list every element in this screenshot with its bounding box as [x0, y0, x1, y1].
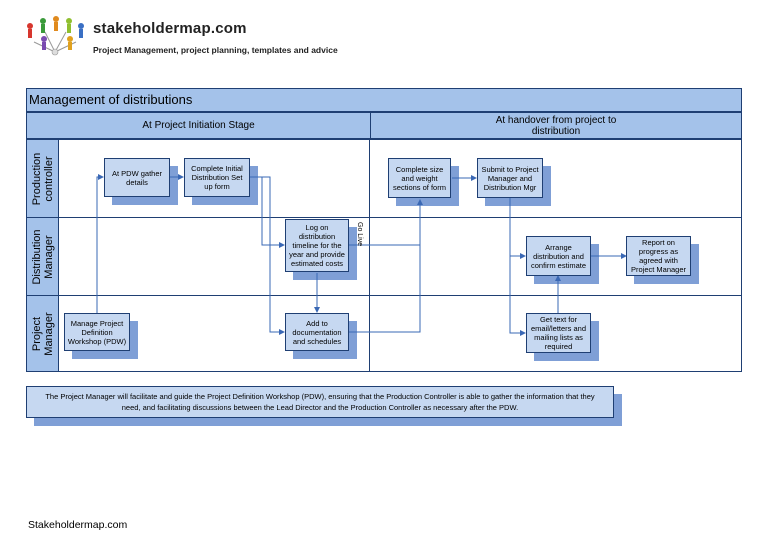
stage-handover: At handover from project to distribution — [370, 112, 742, 139]
lane-distribution-manager: Distribution Manager — [26, 217, 59, 296]
stage-initiation: At Project Initiation Stage — [26, 112, 371, 139]
stakeholder-logo-icon — [27, 16, 84, 56]
stage-initiation-label: At Project Initiation Stage — [142, 120, 255, 131]
lane-project-manager: Project Manager — [26, 295, 59, 372]
process-box-submit-pm: Submit to Project Manager and Distributi… — [477, 158, 543, 198]
lane-label: Production controller — [30, 152, 55, 205]
lane-area-project — [58, 295, 742, 372]
process-box-report: Report on progress as agreed with Projec… — [626, 236, 691, 276]
process-box-manage-pdw: Manage Project Definition Workshop (PDW) — [64, 313, 130, 351]
process-box-initial-form: Complete Initial Distribution Set up for… — [184, 158, 250, 197]
stage-handover-label: At handover from project to distribution — [495, 114, 617, 137]
process-box-log-timeline: Log on distribution timeline for the yea… — [285, 219, 349, 272]
site-tagline: Project Management, project planning, te… — [93, 45, 338, 55]
process-box-get-text: Get text for email/letters and mailing l… — [526, 313, 591, 353]
site-title[interactable]: stakeholdermap.com — [93, 20, 247, 37]
process-box-pdw-gather: At PDW gather details — [104, 158, 170, 197]
lane-production-controller: Production controller — [26, 139, 59, 218]
stage-divider — [369, 139, 370, 372]
lane-label: Distribution Manager — [30, 228, 55, 285]
diagram-title: Management of distributions — [26, 88, 742, 112]
process-box-arrange: Arrange distribution and confirm estimat… — [526, 236, 591, 276]
go-live-label: Go Live — [356, 222, 363, 247]
process-box-add-docs: Add to documentation and schedules — [285, 313, 349, 351]
process-box-complete-size: Complete size and weight sections of for… — [388, 158, 451, 198]
diagram-note: The Project Manager will facilitate and … — [26, 386, 614, 418]
lane-label: Project Manager — [30, 311, 55, 356]
footer-link[interactable]: Stakeholdermap.com — [28, 519, 128, 531]
